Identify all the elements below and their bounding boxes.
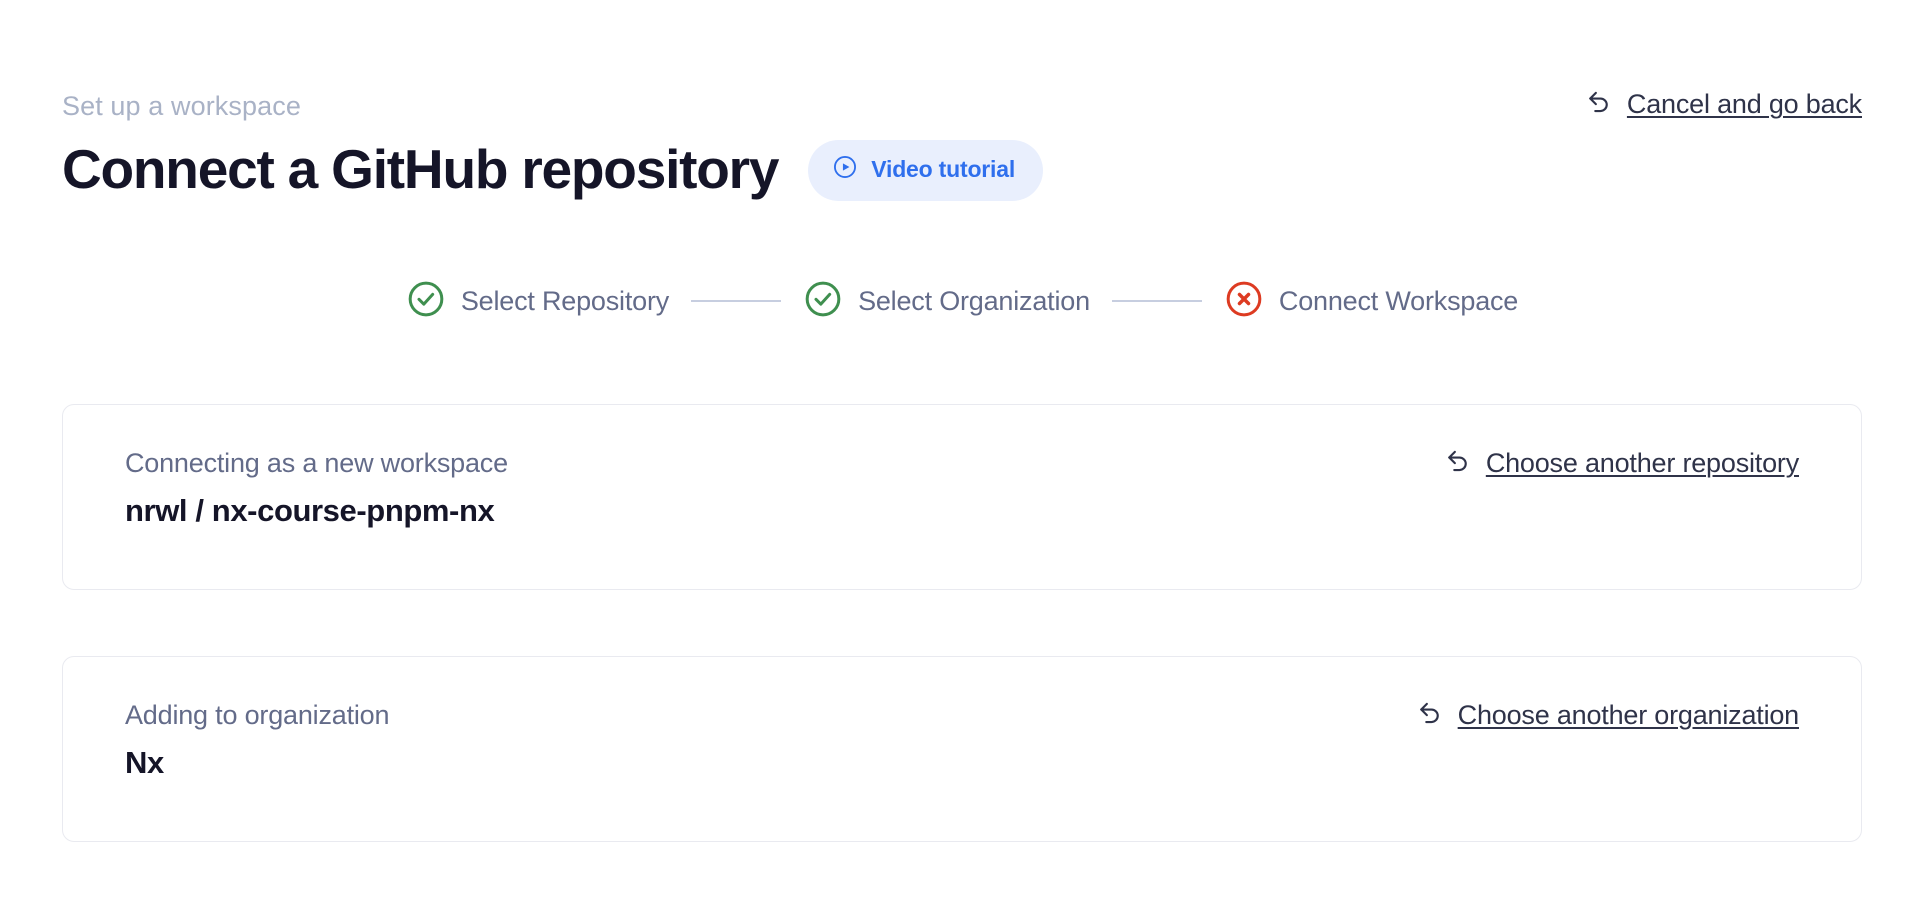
repository-owner: nrwl — [125, 493, 188, 529]
repository-card-value: nrwl / nx-course-pnpm-nx — [125, 492, 1799, 529]
choose-another-repository-label: Choose another repository — [1485, 447, 1799, 478]
stepper-step-select-repository[interactable]: Select Repository — [406, 279, 669, 324]
stepper-connector-1 — [691, 300, 782, 303]
stepper-label-select-organization: Select Organization — [858, 285, 1090, 316]
video-tutorial-button[interactable]: Video tutorial — [808, 139, 1044, 201]
repository-name: nx-course-pnpm-nx — [211, 493, 495, 529]
check-circle-icon — [803, 279, 843, 324]
x-circle-icon — [1224, 279, 1264, 324]
back-arrow-icon — [1584, 86, 1614, 123]
stepper-step-connect-workspace[interactable]: Connect Workspace — [1224, 279, 1518, 324]
stepper-label-select-repository: Select Repository — [460, 285, 670, 316]
repository-card-label: Connecting as a new workspace — [125, 447, 508, 478]
page-eyebrow: Set up a workspace — [62, 91, 301, 121]
choose-another-organization-label: Choose another organization — [1457, 699, 1800, 730]
choose-another-repository-link[interactable]: Choose another repository — [1443, 445, 1799, 482]
organization-card-value: Nx — [125, 745, 164, 781]
page-title: Connect a GitHub repository — [62, 138, 779, 201]
organization-card: Adding to organization Nx Choose another… — [62, 655, 1862, 842]
cancel-and-go-back-label: Cancel and go back — [1626, 89, 1862, 119]
back-arrow-icon — [1415, 697, 1445, 734]
stepper-connector-2 — [1111, 300, 1202, 303]
stepper-step-select-organization[interactable]: Select Organization — [803, 279, 1090, 324]
back-arrow-icon — [1443, 445, 1473, 482]
page-header: Set up a workspace Connect a GitHub repo… — [62, 0, 1862, 201]
video-tutorial-label: Video tutorial — [871, 156, 1016, 183]
title-row: Connect a GitHub repository Video tutori… — [62, 138, 1862, 201]
choose-another-organization-link[interactable]: Choose another organization — [1415, 697, 1799, 734]
check-circle-icon — [406, 279, 446, 324]
repository-card: Connecting as a new workspace nrwl / nx-… — [62, 403, 1862, 590]
play-circle-icon — [832, 154, 858, 186]
stepper-label-connect-workspace: Connect Workspace — [1278, 285, 1519, 316]
repository-separator: / — [195, 493, 204, 529]
progress-stepper: Select Repository Select Organization Co… — [62, 279, 1862, 324]
organization-card-label: Adding to organization — [125, 699, 390, 730]
cancel-and-go-back-link[interactable]: Cancel and go back — [1584, 86, 1862, 123]
